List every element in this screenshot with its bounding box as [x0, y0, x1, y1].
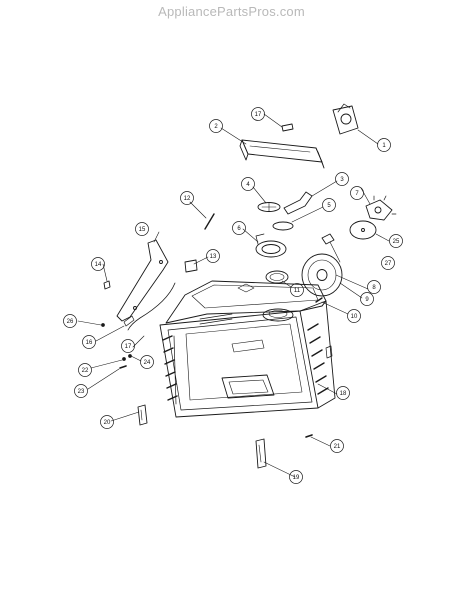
- callout-18: 18: [336, 386, 350, 400]
- callout-26-label: 26: [67, 319, 74, 325]
- callout-16-label: 16: [86, 340, 93, 346]
- callout-2-label: 2: [214, 124, 218, 130]
- oven-cavity: [159, 280, 336, 418]
- callout-20-label: 20: [104, 420, 111, 426]
- callout-5: 5: [322, 198, 336, 212]
- callout-25: 25: [389, 234, 403, 248]
- callout-27: 27: [381, 256, 395, 270]
- callout-6: 6: [232, 221, 246, 235]
- callout-7: 7: [350, 186, 364, 200]
- callout-6-label: 6: [237, 226, 241, 232]
- callout-23-label: 23: [78, 389, 85, 395]
- callout-14-label: 14: [95, 262, 102, 268]
- callout-8-label: 8: [372, 285, 376, 291]
- callout-12-label: 12: [184, 196, 191, 202]
- callout-26: 26: [63, 314, 77, 328]
- callout-17-lower-label: 17: [125, 344, 132, 350]
- leader-lines: [77, 113, 390, 478]
- callout-20: 20: [100, 415, 114, 429]
- callout-19-label: 19: [293, 475, 300, 481]
- callout-15: 15: [135, 222, 149, 236]
- callout-17-upper-label: 17: [255, 112, 262, 118]
- callout-15-label: 15: [139, 227, 146, 233]
- callout-24: 24: [140, 355, 154, 369]
- callout-21: 21: [330, 439, 344, 453]
- callout-4-label: 4: [246, 182, 250, 188]
- callout-2: 2: [209, 119, 223, 133]
- callout-13-label: 13: [210, 254, 217, 260]
- callout-24-label: 24: [144, 360, 151, 366]
- callout-10: 10: [347, 309, 361, 323]
- callout-9-label: 9: [365, 297, 369, 303]
- callout-1-label: 1: [382, 143, 386, 149]
- callout-27-label: 27: [385, 261, 392, 267]
- callout-17-lower: 17: [121, 339, 135, 353]
- callout-23: 23: [74, 384, 88, 398]
- side-bracket: [116, 239, 176, 331]
- callout-8: 8: [367, 280, 381, 294]
- callout-3: 3: [335, 172, 349, 186]
- callout-7-label: 7: [355, 191, 359, 197]
- callout-12: 12: [180, 191, 194, 205]
- callout-17-upper: 17: [251, 107, 265, 121]
- callout-1: 1: [377, 138, 391, 152]
- small-parts: [101, 280, 313, 469]
- callout-21-label: 21: [334, 444, 341, 450]
- callout-14: 14: [91, 257, 105, 271]
- callout-3-label: 3: [340, 177, 344, 183]
- callout-25-label: 25: [393, 239, 400, 245]
- callout-4: 4: [241, 177, 255, 191]
- callout-5-label: 5: [327, 203, 331, 209]
- callout-18-label: 18: [340, 391, 347, 397]
- callout-10-label: 10: [351, 314, 358, 320]
- callout-16: 16: [82, 335, 96, 349]
- callout-19: 19: [289, 470, 303, 484]
- callout-22-label: 22: [82, 368, 89, 374]
- callout-13: 13: [206, 249, 220, 263]
- site-watermark: AppliancePartsPros.com: [158, 4, 305, 19]
- fan-assembly: [184, 103, 397, 303]
- callout-9: 9: [360, 292, 374, 306]
- callout-22: 22: [78, 363, 92, 377]
- callout-11-label: 11: [294, 288, 301, 294]
- callout-11: 11: [290, 283, 304, 297]
